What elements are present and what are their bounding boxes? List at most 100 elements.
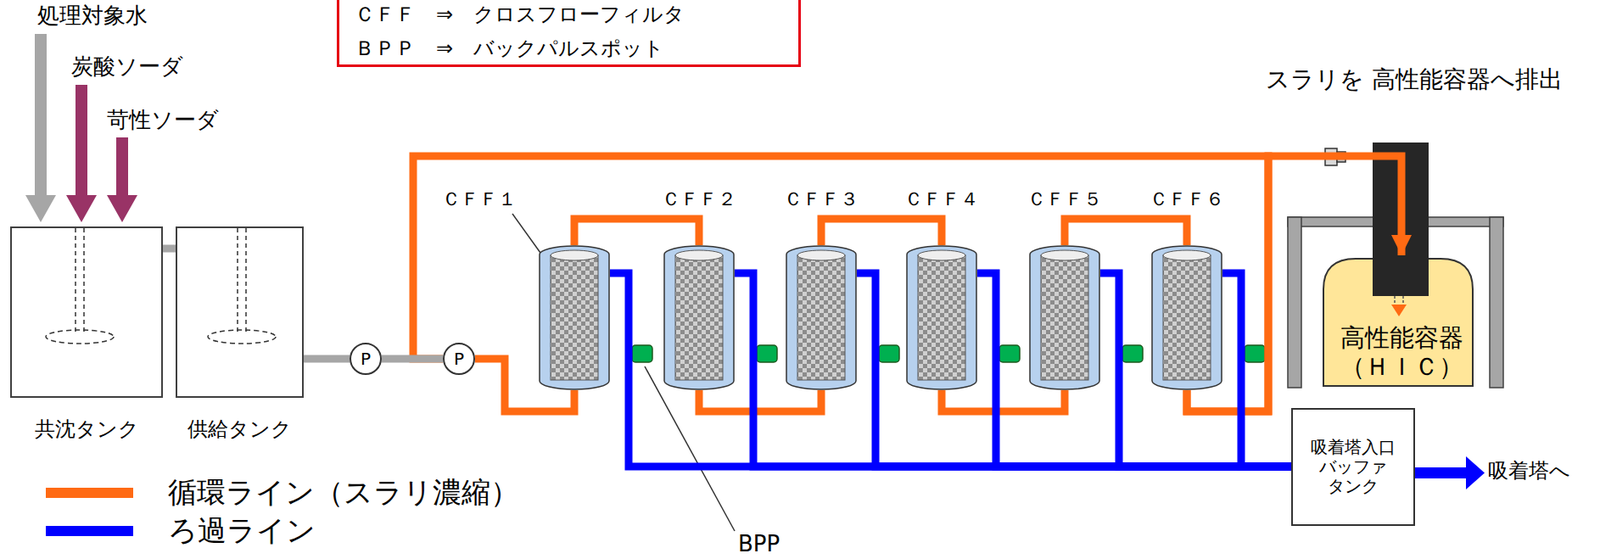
filter-housing bbox=[1029, 246, 1100, 390]
legend-swatch bbox=[45, 487, 134, 498]
agitator-shaft bbox=[83, 228, 85, 332]
filtrate-line bbox=[977, 273, 1292, 467]
water-arrow bbox=[34, 33, 47, 197]
buffer-tank: 吸着塔入口 バッファ タンク bbox=[1291, 408, 1416, 526]
tank-label: 共沈タンク bbox=[34, 418, 140, 442]
container-label: 高性能容器 （ＨＩＣ） bbox=[1323, 324, 1480, 381]
filter-element-top bbox=[1040, 250, 1089, 261]
tank-label: 吸着塔入口 バッファ タンク bbox=[1299, 437, 1407, 497]
node-outline bbox=[785, 245, 857, 391]
discharge-head bbox=[1372, 255, 1429, 297]
node-outline bbox=[1151, 245, 1223, 391]
bpp-symbol bbox=[999, 345, 1020, 363]
filter-housing bbox=[786, 246, 856, 390]
discharge-pipe bbox=[1393, 296, 1396, 305]
circulation-line bbox=[941, 390, 1065, 412]
filter-label: ＣＦＦ４ bbox=[904, 188, 980, 210]
circulation-line bbox=[1064, 218, 1187, 246]
note-text: ＣＦＦ ⇒ クロスフローフィルタ bbox=[354, 3, 685, 28]
input-label: 処理対象水 bbox=[37, 3, 148, 29]
agitator-blade bbox=[207, 330, 276, 344]
filtrate-line bbox=[1222, 273, 1292, 467]
circulation-line bbox=[821, 218, 942, 246]
filter-element bbox=[1040, 255, 1089, 381]
node-outline bbox=[906, 245, 978, 391]
flow-label: 吸着塔へ bbox=[1488, 459, 1571, 484]
leader-line bbox=[644, 366, 735, 532]
filter-label: ＣＦＦ１ bbox=[441, 188, 517, 210]
filter-element-top bbox=[675, 250, 723, 261]
circulation-line bbox=[574, 218, 700, 246]
frame-post bbox=[1489, 217, 1504, 388]
filter-housing bbox=[539, 246, 610, 390]
soda-ash-arrow bbox=[75, 84, 88, 197]
node-outline bbox=[11, 228, 162, 397]
caustic-arrow bbox=[116, 137, 129, 197]
filter-element-top bbox=[550, 250, 599, 261]
agitator-blade bbox=[45, 330, 114, 344]
bpp-symbol bbox=[632, 345, 653, 363]
bpp-symbol bbox=[1244, 345, 1265, 363]
frame-post bbox=[1287, 217, 1302, 388]
bpp-symbol bbox=[1122, 345, 1143, 363]
node-outline bbox=[538, 245, 610, 391]
filter-element-top bbox=[917, 250, 966, 261]
legend-swatch bbox=[45, 525, 134, 537]
filter-housing bbox=[1152, 246, 1222, 390]
hic-container: 高性能容器 （ＨＩＣ） bbox=[1321, 255, 1482, 388]
input-label: 炭酸ソーダ bbox=[71, 54, 184, 80]
water-arrow-head bbox=[25, 195, 56, 223]
feed-pipe bbox=[162, 245, 176, 253]
filter-element bbox=[1163, 255, 1211, 381]
agitator-shaft bbox=[74, 228, 77, 332]
node-outline bbox=[177, 228, 303, 397]
legend-text: 循環ライン（スラリ濃縮） bbox=[167, 475, 520, 510]
input-label: 苛性ソーダ bbox=[106, 107, 219, 134]
feed-pipe bbox=[303, 355, 350, 364]
filter-element bbox=[675, 255, 723, 381]
note-text: ＢＰＰ ⇒ バックパルスポット bbox=[354, 37, 665, 62]
leader-line bbox=[512, 213, 545, 259]
outlet-arrow-head bbox=[1465, 456, 1485, 490]
tank-label: 供給タンク bbox=[187, 418, 292, 442]
callout-label: BPP bbox=[738, 531, 780, 557]
hic-frame bbox=[1287, 142, 1504, 388]
filter-label: ＣＦＦ６ bbox=[1149, 188, 1225, 210]
soda-ash-arrow-head bbox=[66, 195, 97, 223]
filter-label: ＣＦＦ３ bbox=[783, 188, 859, 210]
pump-label: P bbox=[360, 349, 371, 370]
pump-symbol: P bbox=[349, 342, 382, 375]
filter-label: ＣＦＦ２ bbox=[661, 188, 737, 210]
filter-element-top bbox=[797, 250, 845, 261]
filter-housing bbox=[906, 246, 977, 390]
filter-cylinder: ＣＦＦ５ bbox=[1029, 245, 1101, 391]
filter-cylinder: ＣＦＦ２ bbox=[663, 245, 735, 391]
supply-tank: 供給タンク bbox=[175, 226, 304, 398]
coprecipitation-tank: 共沈タンク bbox=[10, 226, 163, 398]
filter-element bbox=[550, 255, 599, 381]
filter-cylinder: ＣＦＦ４ bbox=[906, 245, 978, 391]
filter-housing bbox=[664, 246, 734, 390]
discharge-arrow bbox=[1391, 304, 1407, 317]
filter-element bbox=[917, 255, 966, 381]
circulation-line bbox=[413, 156, 1269, 412]
node-outline bbox=[1029, 245, 1101, 391]
bpp-symbol bbox=[878, 345, 900, 363]
filter-element-top bbox=[1163, 250, 1211, 261]
outlet-arrow bbox=[1408, 467, 1468, 479]
pump-symbol: P bbox=[442, 342, 476, 375]
agitator-shaft bbox=[245, 228, 247, 332]
caustic-arrow-head bbox=[106, 195, 138, 223]
flow-label: スラリを 高性能容器へ排出 bbox=[1265, 66, 1521, 94]
abbreviation-note: ＣＦＦ ⇒ クロスフローフィルタ ＢＰＰ ⇒ バックパルスポット bbox=[336, 0, 801, 68]
agitator-shaft bbox=[236, 228, 239, 332]
node-outline bbox=[663, 245, 735, 391]
filter-label: ＣＦＦ５ bbox=[1027, 188, 1103, 210]
filter-cylinder: ＣＦＦ６ bbox=[1151, 245, 1223, 391]
filter-element bbox=[797, 255, 845, 381]
circulation-line bbox=[699, 390, 822, 412]
filter-cylinder: ＣＦＦ３ bbox=[785, 245, 857, 391]
pump-label: P bbox=[453, 349, 465, 370]
feed-pipe bbox=[381, 355, 443, 364]
bpp-symbol bbox=[756, 345, 778, 363]
